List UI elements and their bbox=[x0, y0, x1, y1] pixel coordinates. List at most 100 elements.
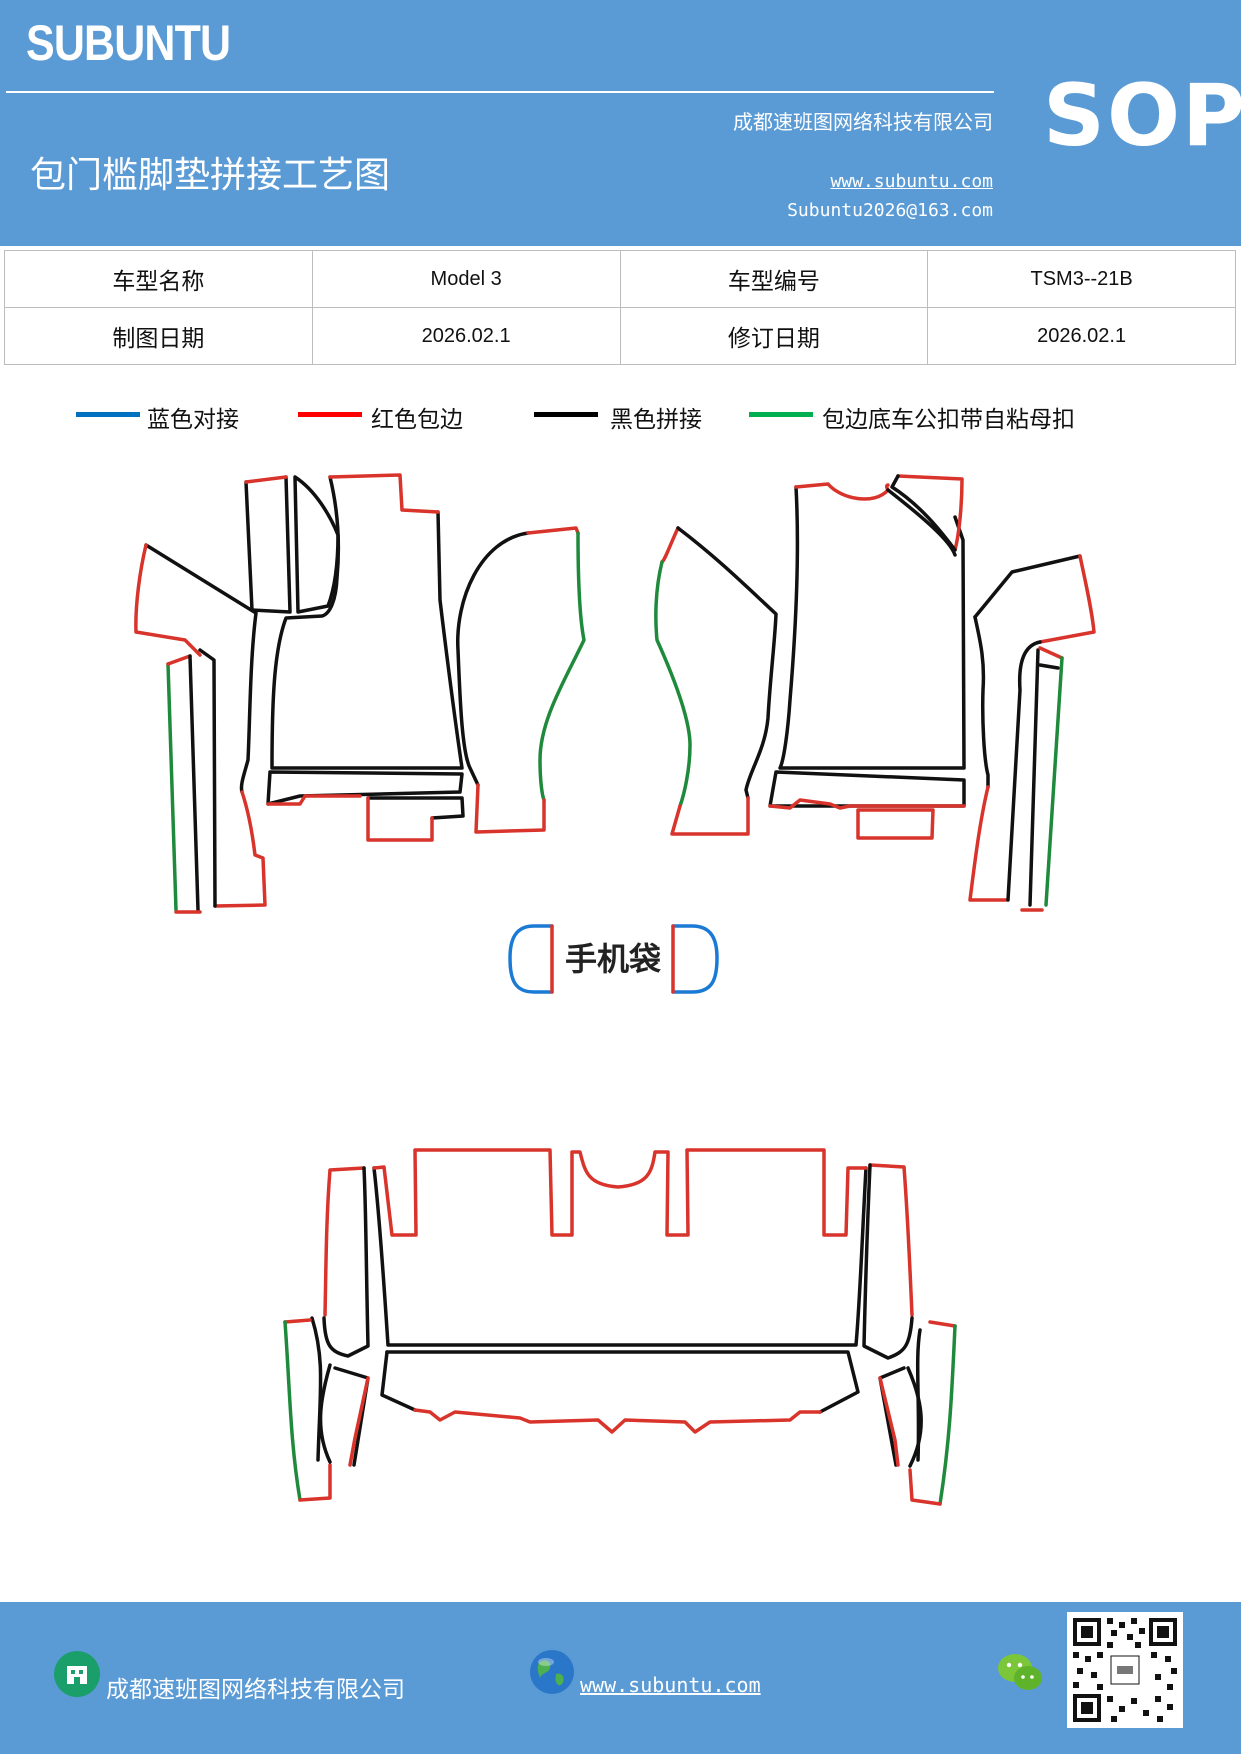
header-company: 成都速班图网络科技有限公司 bbox=[733, 110, 993, 134]
mat-piece bbox=[322, 1166, 370, 1358]
revise-date-label: 修订日期 bbox=[619, 307, 929, 365]
legend-label: 黑色拼接 bbox=[610, 407, 702, 433]
mat-piece bbox=[973, 554, 1082, 619]
mat-piece bbox=[973, 615, 990, 789]
mat-piece bbox=[474, 783, 546, 834]
mat-piece bbox=[328, 473, 440, 514]
mat-piece bbox=[413, 1408, 822, 1434]
mat-piece bbox=[778, 485, 966, 770]
rear-mat-pieces bbox=[283, 1148, 957, 1506]
mat-piece bbox=[886, 488, 957, 557]
info-table: 车型名称 Model 3 车型编号 TSM3--21B 制图日期 2026.02… bbox=[4, 250, 1236, 365]
mat-piece bbox=[1038, 663, 1060, 670]
front-left-mat-pieces bbox=[134, 473, 586, 914]
mat-piece bbox=[794, 482, 890, 501]
model-code-value: TSM3--21B bbox=[927, 250, 1236, 308]
header-website-link[interactable]: www.subuntu.com bbox=[830, 171, 993, 192]
mat-piece bbox=[856, 808, 935, 840]
phone-bag-label: 手机袋 bbox=[565, 940, 661, 978]
mat-piece bbox=[896, 474, 964, 552]
phone-bag-right-shape bbox=[671, 924, 719, 994]
mat-piece bbox=[660, 526, 680, 564]
document-title: 包门槛脚垫拼接工艺图 bbox=[30, 155, 391, 196]
table-row: 车型名称 Model 3 车型编号 TSM3--21B bbox=[4, 250, 1236, 308]
mat-piece bbox=[1038, 646, 1064, 660]
mat-piece bbox=[906, 1366, 923, 1468]
mat-piece bbox=[1044, 656, 1064, 907]
draw-date-value: 2026.02.1 bbox=[311, 307, 621, 365]
header-email[interactable]: Subuntu2026@163.com bbox=[787, 200, 993, 221]
mat-piece bbox=[526, 526, 580, 535]
mat-piece bbox=[323, 1166, 366, 1317]
draw-date-label: 制图日期 bbox=[4, 307, 313, 365]
legend-label: 红色包边 bbox=[371, 407, 463, 433]
mat-piece bbox=[244, 475, 288, 484]
footer-company: 成都速班图网络科技有限公司 bbox=[106, 1677, 405, 1703]
mat-piece bbox=[372, 1166, 868, 1347]
mat-piece bbox=[198, 648, 217, 908]
mat-piece bbox=[862, 1163, 914, 1360]
qr-code-image bbox=[1073, 1618, 1177, 1722]
model-code-label: 车型编号 bbox=[619, 250, 929, 308]
mat-piece bbox=[213, 790, 267, 908]
mat-piece bbox=[283, 1320, 302, 1502]
qr-code[interactable] bbox=[1067, 1612, 1183, 1728]
mat-piece bbox=[928, 1320, 957, 1328]
mat-piece bbox=[538, 531, 586, 802]
mat-piece bbox=[283, 1318, 312, 1324]
mat-piece bbox=[654, 560, 692, 808]
mat-piece bbox=[166, 662, 178, 912]
mat-piece bbox=[1028, 648, 1040, 907]
mat-piece bbox=[676, 526, 778, 800]
mat-piece bbox=[270, 475, 464, 770]
mat-piece bbox=[318, 1363, 332, 1464]
mat-piece bbox=[385, 1350, 860, 1414]
phone-bag-left-shape bbox=[508, 924, 554, 994]
table-row: 制图日期 2026.02.1 修订日期 2026.02.1 bbox=[4, 307, 1236, 365]
mat-piece bbox=[134, 543, 202, 657]
mat-piece bbox=[166, 654, 192, 666]
mat-piece bbox=[938, 1324, 957, 1506]
legend-swatch bbox=[298, 412, 362, 417]
legend-swatch bbox=[76, 412, 140, 417]
globe-icon bbox=[530, 1650, 574, 1694]
model-name-value: Model 3 bbox=[311, 250, 621, 308]
phone-bag: 手机袋 bbox=[508, 924, 719, 994]
mat-piece bbox=[968, 785, 1008, 902]
mat-piece bbox=[366, 796, 465, 820]
mat-piece bbox=[310, 1316, 323, 1462]
sop-badge: SOP bbox=[1043, 66, 1241, 166]
mat-piece bbox=[670, 796, 750, 836]
mat-piece bbox=[380, 1350, 417, 1412]
front-right-mat-pieces bbox=[654, 474, 1096, 912]
mat-piece bbox=[266, 770, 464, 806]
mat-piece bbox=[188, 654, 200, 912]
mat-piece bbox=[868, 1163, 914, 1317]
mat-piece bbox=[908, 1468, 942, 1506]
mat-piece bbox=[348, 1376, 370, 1467]
mat-piece bbox=[266, 794, 362, 806]
model-name-label: 车型名称 bbox=[4, 250, 313, 308]
mat-piece bbox=[244, 475, 292, 614]
mat-piece bbox=[1038, 554, 1096, 644]
footer-website-link[interactable]: www.subuntu.com bbox=[580, 1673, 761, 1697]
mat-piece bbox=[298, 1463, 332, 1502]
mat-piece bbox=[366, 796, 434, 842]
wechat-icon bbox=[998, 1654, 1042, 1690]
header-banner: SUBUNTU 成都速班图网络科技有限公司 包门槛脚垫拼接工艺图 www.sub… bbox=[0, 0, 1241, 246]
legend-label: 蓝色对接 bbox=[147, 407, 239, 433]
mat-piece bbox=[878, 1366, 906, 1467]
mat-piece bbox=[1006, 640, 1042, 902]
legend-swatch bbox=[534, 412, 598, 417]
header-divider bbox=[6, 91, 994, 93]
mat-piece bbox=[293, 475, 340, 614]
legend-swatch bbox=[749, 412, 813, 417]
building-icon bbox=[54, 1651, 100, 1697]
mat-piece bbox=[144, 543, 258, 794]
revise-date-value: 2026.02.1 bbox=[927, 307, 1236, 365]
mat-piece bbox=[878, 1376, 900, 1467]
mat-piece bbox=[768, 798, 966, 810]
mat-piece bbox=[456, 531, 530, 787]
brand-logo: SUBUNTU bbox=[26, 15, 231, 71]
